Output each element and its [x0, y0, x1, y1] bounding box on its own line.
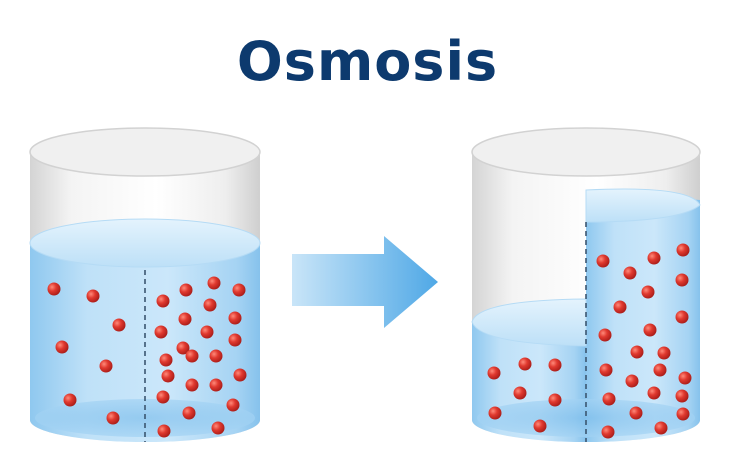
- particles-after: [487, 243, 692, 439]
- solute-particle: [678, 371, 692, 385]
- solute-particle: [203, 298, 217, 312]
- solute-particle: [654, 421, 668, 435]
- solute-particle: [625, 374, 639, 388]
- solute-particle: [676, 407, 690, 421]
- solute-particle: [675, 389, 689, 403]
- solute-particle: [228, 333, 242, 347]
- solute-particle: [599, 363, 613, 377]
- solute-particle: [596, 254, 610, 268]
- solute-particle: [178, 312, 192, 326]
- water-surface: [29, 218, 261, 268]
- solute-particle: [601, 425, 615, 439]
- solute-particle: [602, 392, 616, 406]
- solute-particle: [647, 386, 661, 400]
- solute-particle: [86, 289, 100, 303]
- solute-particle: [613, 300, 627, 314]
- solute-particle: [598, 328, 612, 342]
- solute-particle: [518, 357, 532, 371]
- solute-particle: [55, 340, 69, 354]
- solute-particle: [159, 353, 173, 367]
- solute-particle: [185, 378, 199, 392]
- beaker-after: [471, 127, 701, 442]
- solute-particle: [487, 366, 501, 380]
- solute-particle: [157, 424, 171, 438]
- solute-particle: [630, 345, 644, 359]
- solute-particle: [675, 310, 689, 324]
- solute-particle: [675, 273, 689, 287]
- solute-particle: [657, 346, 671, 360]
- solute-particle: [182, 406, 196, 420]
- solute-particle: [179, 283, 193, 297]
- solute-particle: [676, 243, 690, 257]
- solute-particle: [653, 363, 667, 377]
- solute-particle: [228, 311, 242, 325]
- solute-particle: [209, 349, 223, 363]
- solute-particle: [488, 406, 502, 420]
- solute-particle: [513, 386, 527, 400]
- solute-particle: [641, 285, 655, 299]
- beaker-rim: [29, 127, 261, 177]
- solute-particle: [232, 283, 246, 297]
- solute-particle: [233, 368, 247, 382]
- beaker-before: [29, 127, 261, 442]
- solute-particle: [156, 390, 170, 404]
- solute-particle: [176, 341, 190, 355]
- solute-particle: [154, 325, 168, 339]
- solute-particle: [226, 398, 240, 412]
- solute-particle: [548, 393, 562, 407]
- beaker-rim: [471, 127, 701, 177]
- page-title: Osmosis: [236, 30, 499, 93]
- solute-particle: [623, 266, 637, 280]
- solute-particle: [99, 359, 113, 373]
- solute-particle: [211, 421, 225, 435]
- water-body-high: [586, 190, 700, 442]
- solute-particle: [548, 358, 562, 372]
- solute-particle: [106, 411, 120, 425]
- solute-particle: [209, 378, 223, 392]
- particles-before: [47, 276, 247, 438]
- water-surface-high: [585, 188, 701, 223]
- solute-particle: [533, 419, 547, 433]
- solute-particle: [161, 369, 175, 383]
- solute-particle: [47, 282, 61, 296]
- solute-particle: [63, 393, 77, 407]
- solute-particle: [643, 323, 657, 337]
- solute-particle: [647, 251, 661, 265]
- solute-particle: [207, 276, 221, 290]
- solute-particle: [629, 406, 643, 420]
- solute-particle: [200, 325, 214, 339]
- right-arrow-icon: [292, 236, 438, 328]
- solute-particle: [112, 318, 126, 332]
- solute-particle: [156, 294, 170, 308]
- solute-particle: [185, 349, 199, 363]
